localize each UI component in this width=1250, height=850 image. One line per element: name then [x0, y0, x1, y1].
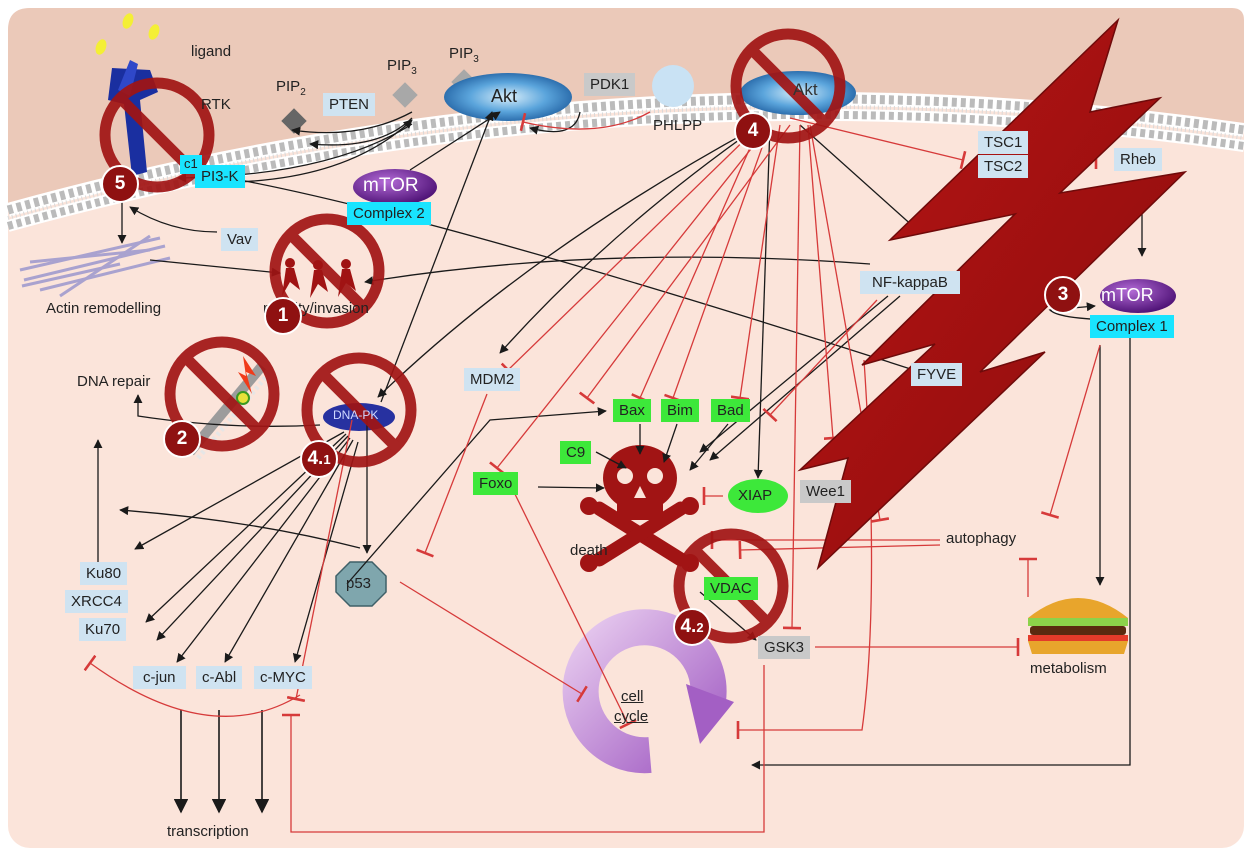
rac1-box: c1: [180, 155, 202, 174]
badge-3: 3: [1044, 276, 1082, 314]
ligand-dot: [95, 39, 107, 55]
xiap-shape: [728, 479, 788, 513]
badge-4: 4: [734, 112, 772, 150]
cell-cycle-label-top: cell: [621, 688, 644, 705]
actin-label: Actin remodelling: [46, 300, 162, 317]
vav-box: Vav: [221, 228, 258, 252]
pip3-shape: [392, 82, 418, 108]
transcription-edges: [173, 710, 270, 814]
extracellular-space: [8, 8, 1244, 210]
p53-shape: [335, 561, 387, 607]
cmyc-box: c-MYC: [254, 666, 312, 690]
ligand-label: ligand: [191, 43, 232, 60]
lightning-bolt-icon: [797, 17, 1188, 571]
vdac-box: VDAC: [704, 577, 758, 601]
bad-box: Bad: [711, 399, 750, 423]
membrane-heads-outer: [6, 94, 1245, 215]
rheb-box: Rheb: [1114, 148, 1162, 172]
ku80-box: Ku80: [80, 562, 128, 586]
mtor2-shape: [353, 169, 437, 205]
bim-box: Bim: [661, 399, 699, 423]
foxo-box: Foxo: [473, 472, 519, 496]
dna-repair-label: DNA repair: [77, 373, 151, 390]
mtor2-label: mTOR: [363, 175, 419, 196]
nfkb-box: NF-kappaB: [860, 271, 960, 295]
gsk3-box: GSK3: [758, 636, 811, 660]
rtk-label: RTK: [201, 96, 231, 113]
cjun-box: c-jun: [133, 666, 186, 690]
badge-4-2: 4.2: [673, 608, 711, 646]
xiap-label: XIAP: [738, 487, 773, 504]
membrane-heads-inner: [6, 110, 1245, 230]
pi3k-box: PI3-K: [195, 165, 245, 189]
death-label: death: [570, 542, 608, 559]
pten-box: PTEN: [323, 93, 376, 117]
akt-second-label: Akt: [793, 80, 818, 99]
ligand-dot: [122, 13, 134, 29]
pdk1-box: PDK1: [584, 73, 636, 97]
p53-label: p53: [346, 575, 372, 592]
xrcc4-box: XRCC4: [65, 590, 128, 614]
no-sign-icon: [269, 213, 385, 329]
pip3-label: PIP3: [387, 57, 417, 77]
akt-label: Akt: [491, 86, 518, 106]
no-sign-icon: [301, 352, 417, 468]
no-sign-icon: [730, 28, 846, 144]
phlpp-label: PHLPP: [653, 117, 703, 134]
wee1-box: Wee1: [800, 480, 851, 504]
mtor1-complex-box: Complex 1: [1090, 315, 1174, 339]
activation-edges: [93, 111, 1147, 770]
badge-4-1: 4.1: [300, 440, 338, 478]
bax-box: Bax: [613, 399, 651, 423]
pip3-label-second: PIP3: [449, 45, 479, 65]
akt-membrane-shape: [444, 73, 572, 121]
tsc2-box: TSC2: [978, 155, 1029, 179]
transcription-label: transcription: [167, 823, 249, 840]
c9-box: C9: [560, 441, 592, 465]
pip2-label: PIP2: [276, 78, 306, 98]
badge-5: 5: [101, 165, 139, 203]
autophagy-label: autophagy: [946, 530, 1017, 547]
dnapk-label: DNA-PK: [333, 408, 379, 422]
no-sign-icon: [164, 336, 280, 452]
actin-filament-icon: [19, 234, 171, 298]
phlpp-shape: [652, 65, 694, 107]
ligand-dot: [148, 24, 160, 40]
badge-2: 2: [163, 420, 201, 458]
mtor2-complex-box: Complex 2: [347, 202, 431, 226]
ku70-box: Ku70: [79, 618, 127, 642]
cabl-box: c-Abl: [196, 666, 243, 690]
metabolism-label: metabolism: [1030, 660, 1107, 677]
burger-icon: [1028, 598, 1128, 654]
tsc1-box: TSC1: [978, 131, 1029, 155]
badge-1: 1: [264, 297, 302, 335]
cell-cycle-label-bottom: cycle: [614, 708, 649, 725]
mdm2-box: MDM2: [464, 368, 521, 392]
cell-cycle-arrow-icon: [562, 609, 734, 774]
mtor1-shape: [1100, 279, 1176, 313]
fyve-box: FYVE: [911, 363, 963, 387]
mtor1-label: mTOR: [1101, 285, 1154, 305]
no-sign-icons: [99, 28, 846, 644]
